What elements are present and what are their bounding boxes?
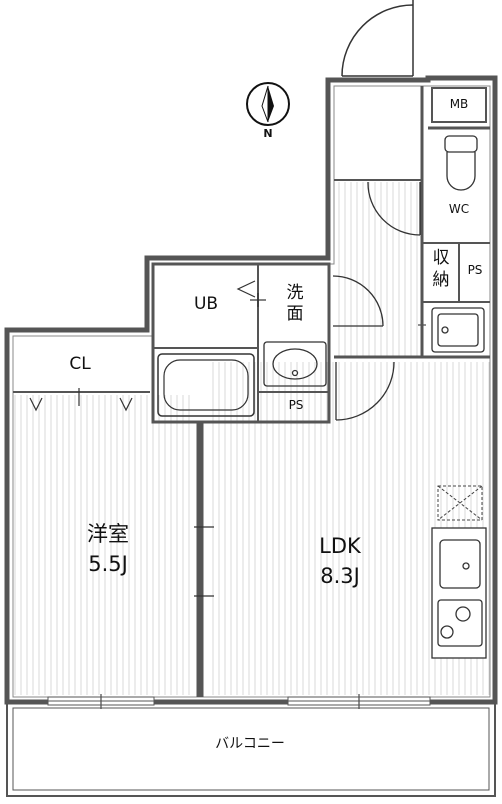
outer-walls (4, 75, 498, 705)
unit-bath-label: UB (193, 294, 219, 314)
storage-label-1: 収 (432, 248, 450, 268)
washroom-label-1: 洗 (286, 283, 304, 303)
ldk-floor (208, 362, 430, 695)
windows (47, 320, 431, 709)
washroom-label-2: 面 (286, 304, 304, 324)
hallway-floor (336, 182, 422, 357)
entrance-door (341, 0, 414, 77)
balcony-label: バルコニー (215, 736, 285, 752)
washroom-door (332, 275, 384, 327)
closet-doors (29, 388, 133, 412)
ub-door-mark (236, 280, 266, 307)
western-room-size: 5.5J (88, 552, 128, 576)
toilet (444, 135, 478, 191)
compass-icon (246, 82, 290, 126)
refrigerator-space (437, 485, 483, 521)
balcony-floor (13, 706, 490, 788)
interior-walls (13, 86, 490, 697)
entrance-floor (336, 88, 422, 180)
wc-label: WC (448, 202, 470, 216)
hall-sink (431, 307, 485, 353)
ldk-name: LDK (319, 534, 361, 558)
partition-door-ticks (194, 526, 214, 597)
closet-label: CL (69, 354, 91, 374)
wc-door (367, 181, 421, 236)
pipe-space-label-top: PS (467, 263, 483, 277)
western-room-floor (13, 395, 193, 695)
compass-north-label: N (263, 127, 273, 140)
balcony-outline (6, 701, 496, 797)
kitchen-counter (431, 527, 487, 659)
ldk-size: 8.3J (320, 564, 360, 588)
meter-box-label: MB (449, 97, 469, 111)
bathtub (157, 353, 255, 417)
storage-label-2: 納 (432, 270, 450, 290)
ldk-door (335, 361, 395, 421)
pipe-space-label-bottom: PS (288, 398, 304, 412)
western-room-name: 洋室 (87, 522, 129, 546)
inner-wall-line (12, 85, 491, 698)
wash-basin (263, 341, 327, 387)
